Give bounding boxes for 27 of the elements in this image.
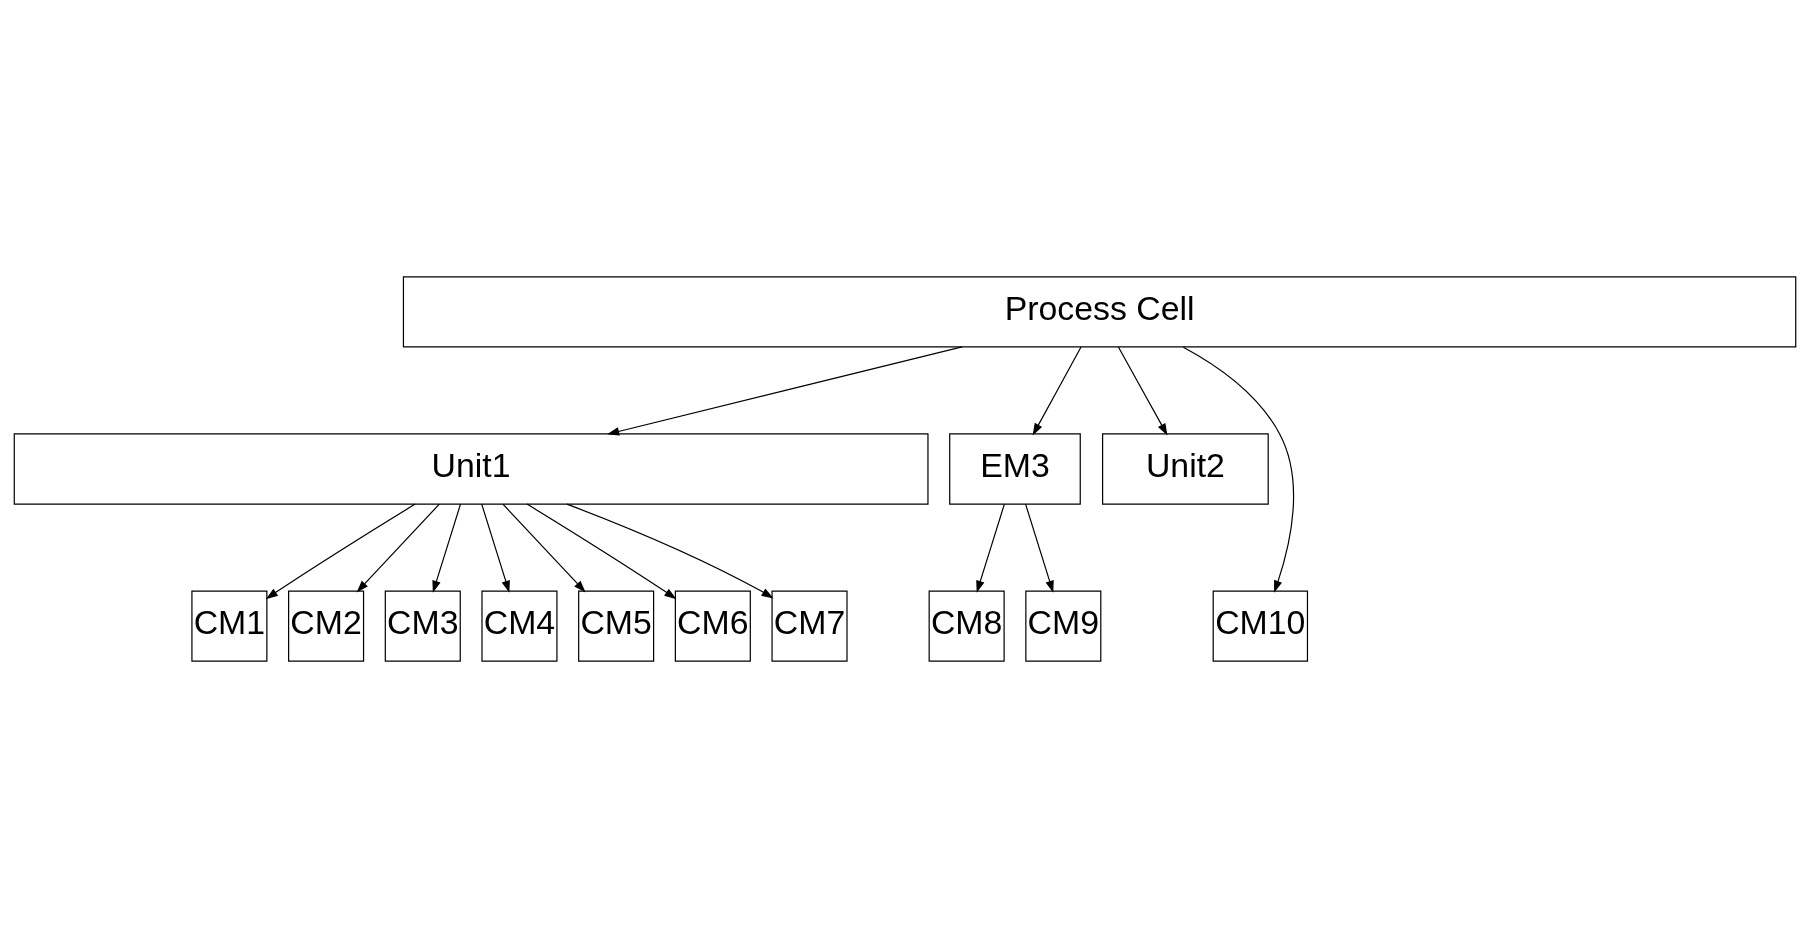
node-box: CM8 xyxy=(928,589,1005,662)
arrow xyxy=(1032,345,1082,436)
node-box: CM1 xyxy=(191,589,268,662)
arrow xyxy=(566,503,774,598)
node-box: CM9 xyxy=(1025,589,1102,662)
node-box: CM10 xyxy=(1212,589,1309,662)
arrow xyxy=(1182,346,1295,593)
arrow xyxy=(481,503,510,593)
node-box: Unit2 xyxy=(1102,432,1269,505)
node-box: CM7 xyxy=(771,589,848,662)
arrow xyxy=(502,503,586,592)
node-box: Unit1 xyxy=(13,432,929,505)
arrow xyxy=(1117,345,1168,436)
node-box: CM6 xyxy=(674,589,751,662)
node-box: CM2 xyxy=(288,589,365,662)
arrow xyxy=(356,503,440,592)
node-box: CM4 xyxy=(481,589,558,662)
arrow xyxy=(976,503,1005,593)
node-box: EM3 xyxy=(949,432,1081,505)
arrow xyxy=(265,503,416,599)
arrow xyxy=(526,503,677,599)
arrow xyxy=(1025,503,1054,593)
arrow xyxy=(607,345,963,436)
node-box: CM5 xyxy=(578,589,655,662)
node-box: Process Cell xyxy=(402,275,1797,348)
arrow xyxy=(432,503,462,593)
node-box: CM3 xyxy=(384,589,461,662)
